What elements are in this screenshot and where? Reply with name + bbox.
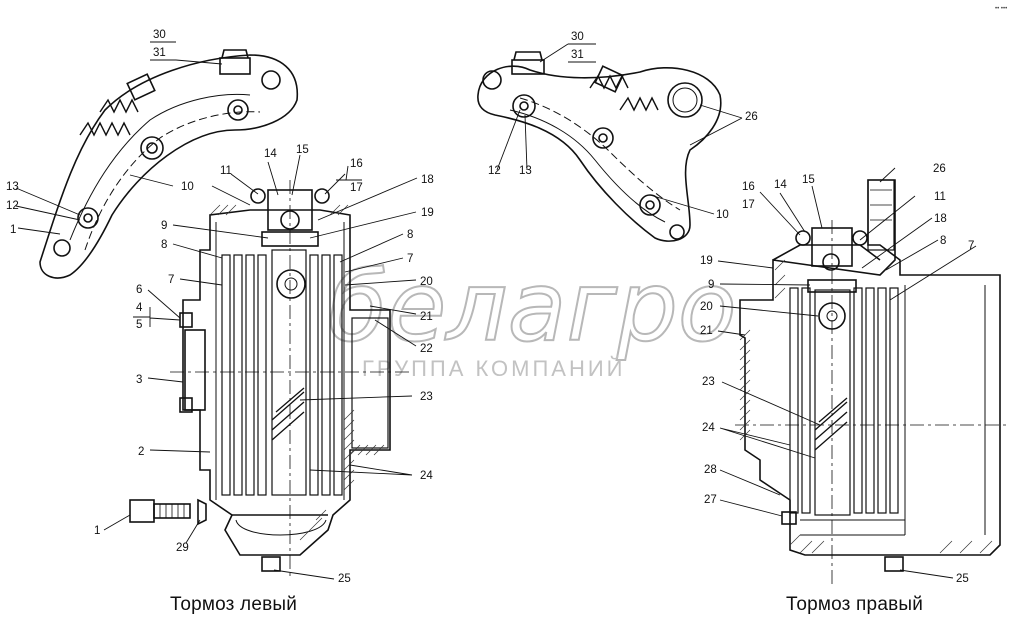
- label-1-left-top: 1: [10, 224, 16, 236]
- label-26-right-a: 26: [745, 111, 758, 123]
- label-13-right: 13: [519, 165, 532, 177]
- label-11-left: 11: [220, 165, 232, 177]
- label-7-left-b: 7: [407, 253, 413, 265]
- watermark-subtitle: ГРУППА КОМПАНИЙ: [362, 356, 626, 381]
- label-4-left: 4: [136, 302, 143, 314]
- left-brake-lever: [39, 49, 299, 279]
- label-18-left: 18: [421, 174, 434, 186]
- label-2-left: 2: [138, 446, 144, 458]
- label-8-left-b: 8: [407, 229, 413, 241]
- label-3-left: 3: [136, 374, 142, 386]
- watermark: белагро ГРУППА КОМПАНИЙ: [327, 250, 738, 381]
- label-19-left: 19: [421, 207, 434, 219]
- label-22-left: 22: [420, 343, 433, 355]
- right-labels: 30 31 26 12 13 10 26 16 17 14 15 11 18 8…: [488, 31, 974, 585]
- label-26-right-b: 26: [933, 163, 946, 175]
- label-17-right: 17: [742, 199, 755, 211]
- left-leader-lines: [15, 41, 418, 580]
- label-10-right: 10: [716, 209, 729, 221]
- label-12-right: 12: [488, 165, 501, 177]
- left-brake-loose-bolt: [129, 498, 207, 526]
- label-31-right: 31: [571, 49, 584, 61]
- label-7-left-a: 7: [168, 274, 174, 286]
- label-25-left: 25: [338, 573, 351, 585]
- label-15-right: 15: [802, 174, 815, 186]
- label-15-left: 15: [296, 144, 309, 156]
- label-23-right: 23: [702, 376, 715, 388]
- label-13-left: 13: [6, 181, 19, 193]
- left-brake-drawing: [39, 49, 410, 580]
- label-6-left: 6: [136, 284, 142, 296]
- label-11-right: 11: [934, 191, 946, 203]
- right-brake-drawing: [477, 51, 1010, 585]
- label-30-right: 30: [571, 31, 584, 43]
- left-labels: 30 31 13 12 1 10 11 14 15 16 17 18 19 9 …: [6, 29, 434, 585]
- label-9-right: 9: [708, 279, 714, 291]
- label-27-right: 27: [704, 494, 717, 506]
- label-20-right: 20: [700, 301, 713, 313]
- right-brake-lever: [477, 51, 722, 242]
- label-24-left: 24: [420, 470, 433, 482]
- watermark-brand: белагро: [328, 251, 737, 363]
- label-1-left-bottom: 1: [94, 525, 100, 537]
- right-brake-discs: [789, 287, 899, 514]
- caption-left-brake: Тормоз левый: [170, 594, 298, 615]
- label-16-left: 16: [350, 158, 363, 170]
- label-19-right: 19: [700, 255, 713, 267]
- label-30-left: 30: [153, 29, 166, 41]
- corner-mark: •• •••: [995, 6, 1007, 12]
- left-brake-hatching: [209, 204, 385, 541]
- label-24-right: 24: [702, 422, 715, 434]
- label-23-left: 23: [420, 391, 433, 403]
- left-brake-discs: [221, 254, 343, 496]
- label-5-left: 5: [136, 319, 142, 331]
- label-9-left: 9: [161, 220, 167, 232]
- label-28-right: 28: [704, 464, 717, 476]
- label-17-left: 17: [350, 182, 363, 194]
- label-18-right: 18: [934, 213, 947, 225]
- label-21-left: 21: [420, 311, 433, 323]
- label-12-left: 12: [6, 200, 19, 212]
- label-8-right: 8: [940, 235, 946, 247]
- label-14-left: 14: [264, 148, 277, 160]
- right-brake-housing: [735, 179, 1010, 585]
- left-brake-housing: [170, 180, 410, 580]
- label-14-right: 14: [774, 179, 787, 191]
- label-25-right: 25: [956, 573, 969, 585]
- right-leader-lines: [496, 43, 977, 579]
- label-21-right: 21: [700, 325, 713, 337]
- right-brake-hatching: [739, 259, 993, 554]
- label-10-left: 10: [181, 181, 194, 193]
- label-8-left-a: 8: [161, 239, 167, 251]
- label-7-right: 7: [968, 240, 974, 252]
- label-31-left: 31: [153, 47, 166, 59]
- label-20-left: 20: [420, 276, 433, 288]
- caption-right-brake: Тормоз правый: [786, 594, 924, 615]
- label-29-left: 29: [176, 542, 189, 554]
- label-16-right: 16: [742, 181, 755, 193]
